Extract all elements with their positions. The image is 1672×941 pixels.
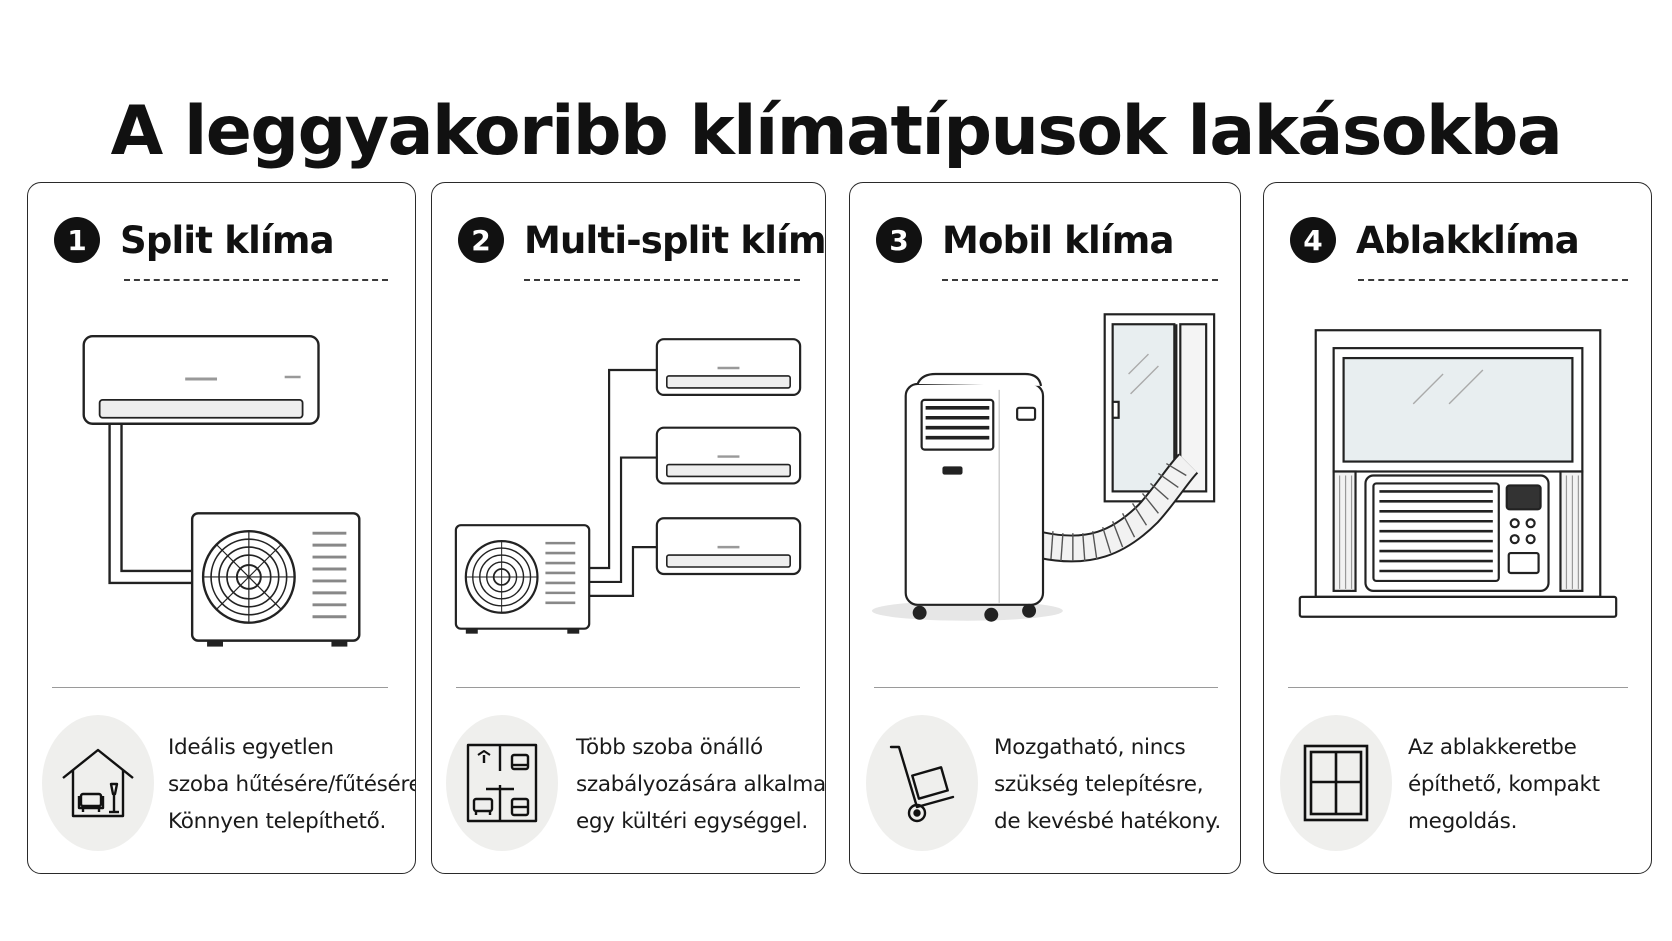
step-number-badge: 4 bbox=[1290, 217, 1336, 263]
card-window: 4 Ablakklíma bbox=[1263, 182, 1652, 874]
multi-split-ac-illustration bbox=[454, 338, 802, 634]
card-title: Split klíma bbox=[120, 218, 335, 262]
card-mobile: 3 Mobil klíma bbox=[849, 182, 1241, 874]
floor-plan-icon bbox=[466, 743, 538, 823]
card-title: Ablakklíma bbox=[1356, 218, 1580, 262]
card-header: 3 Mobil klíma bbox=[876, 215, 1174, 265]
card-separator bbox=[1288, 687, 1628, 688]
card-separator bbox=[874, 687, 1218, 688]
dashed-divider bbox=[942, 279, 1218, 281]
icon-circle bbox=[42, 715, 154, 851]
card-title: Mobil klíma bbox=[942, 218, 1174, 262]
card-header: 4 Ablakklíma bbox=[1290, 215, 1580, 265]
card-multi-split: 2 Multi-split klíma bbox=[431, 182, 826, 874]
dashed-divider bbox=[1358, 279, 1628, 281]
card-split: 1 Split klíma bbox=[27, 182, 416, 874]
card-header: 1 Split klíma bbox=[54, 215, 335, 265]
window-ac-illustration bbox=[1298, 329, 1618, 618]
card-separator bbox=[52, 687, 388, 688]
card-title: Multi-split klíma bbox=[524, 218, 826, 262]
card-description: Az ablakkeretbe építhető, kompakt megold… bbox=[1408, 735, 1600, 834]
card-separator bbox=[456, 687, 800, 688]
dashed-divider bbox=[524, 279, 800, 281]
icon-circle bbox=[1280, 715, 1392, 851]
icon-circle bbox=[446, 715, 558, 851]
step-number-badge: 3 bbox=[876, 217, 922, 263]
step-number-badge: 2 bbox=[458, 217, 504, 263]
step-number-badge: 1 bbox=[54, 217, 100, 263]
card-description: Több szoba önálló szabályozására alkalma… bbox=[576, 735, 826, 834]
card-description: Mozgatható, nincs szükség telepítésre, d… bbox=[994, 735, 1221, 834]
mobile-ac-illustration bbox=[871, 313, 1216, 622]
dashed-divider bbox=[124, 279, 388, 281]
icon-circle bbox=[866, 715, 978, 851]
page-title: A leggyakoribb klímatípusok lakásokba bbox=[110, 91, 1563, 171]
house-icon bbox=[62, 748, 134, 818]
hand-truck-icon bbox=[889, 745, 955, 823]
card-description: Ideális egyetlen szoba hűtésére/fűtésére… bbox=[168, 735, 416, 834]
window-icon bbox=[1303, 744, 1369, 822]
split-ac-illustration bbox=[82, 335, 361, 647]
card-header: 2 Multi-split klíma bbox=[458, 215, 826, 265]
